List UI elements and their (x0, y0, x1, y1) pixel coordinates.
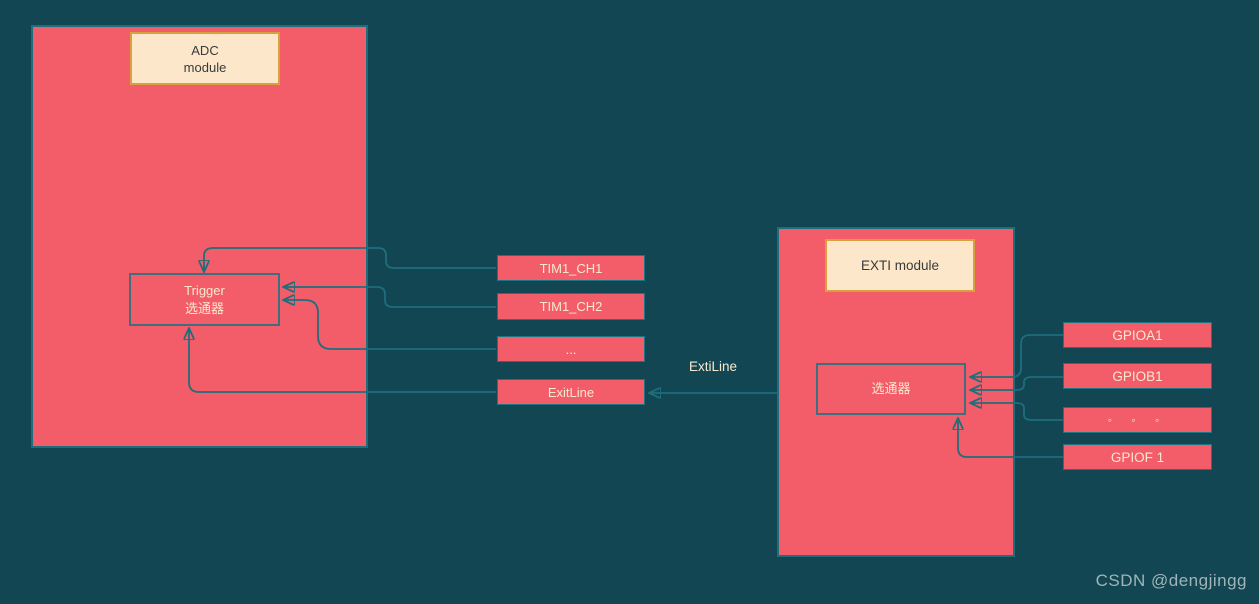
adc-module-title: ADC module (130, 32, 280, 85)
exti-module-title: EXTI module (825, 239, 975, 292)
csdn-watermark: CSDN @dengjingg (1096, 571, 1247, 591)
gpio-source-gpiob1: GPIOB1 (1063, 363, 1212, 389)
gpio-source-gpiof1: GPIOF 1 (1063, 444, 1212, 470)
gpio-source-dots: ◦ ◦ ◦ (1063, 407, 1212, 433)
gpio-source-label: GPIOB1 (1112, 368, 1163, 384)
exti-selector-box: 选通器 (816, 363, 966, 415)
gpio-source-label: GPIOF 1 (1110, 449, 1165, 465)
extiline-label-text: ExtiLine (688, 359, 738, 374)
trigger-label-line1: Trigger (184, 282, 225, 298)
trigger-source-label: TIM1_CH1 (539, 260, 603, 276)
adc-title-line1: ADC (191, 42, 219, 58)
trigger-source-label: TIM1_CH2 (539, 299, 603, 314)
trigger-source-label: ExitLine (547, 384, 595, 400)
gpio-source-gpioa1: GPIOA1 (1063, 322, 1212, 348)
gpio-source-label: GPIOA1 (1112, 327, 1163, 343)
trigger-source-tim1ch2: TIM1_CH2 (497, 293, 645, 320)
watermark-text: CSDN @dengjingg (1095, 571, 1247, 590)
adc-title-line2: module (183, 59, 227, 75)
trigger-selector-box: Trigger 选通器 (129, 273, 280, 326)
exti-title-text: EXTI module (860, 258, 940, 273)
gpio-source-label: ◦ ◦ ◦ (1107, 413, 1168, 427)
extiline-flow-label: ExtiLine (653, 359, 773, 374)
exti-selector-label: 选通器 (871, 381, 911, 396)
trigger-label-line2: 选通器 (184, 300, 224, 316)
trigger-source-exitline: ExitLine (497, 379, 645, 405)
trigger-source-dots: ... (497, 336, 645, 362)
trigger-source-tim1ch1: TIM1_CH1 (497, 255, 645, 281)
adc-module-block (31, 25, 368, 448)
trigger-source-label: ... (565, 341, 577, 357)
